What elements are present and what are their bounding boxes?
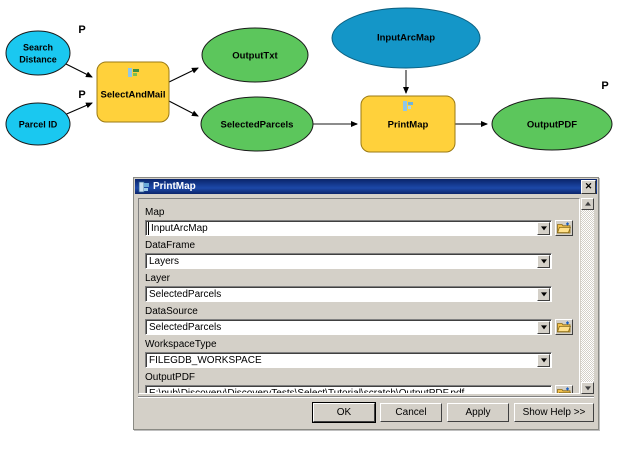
- node-label-parcel-id: Parcel ID: [19, 119, 58, 129]
- label-layer: Layer: [145, 273, 171, 284]
- value-outputpdf: E:\pub\Discovery\DiscoveryTests\Select\T…: [149, 387, 465, 394]
- browse-button-map[interactable]: [555, 220, 573, 236]
- dialog-titlebar[interactable]: PrintMap ✕: [135, 179, 597, 194]
- apply-button[interactable]: Apply: [447, 402, 509, 422]
- connector-parcel-id-to-selectandmail: [61, 102, 93, 117]
- diagram-node-output-pdf[interactable]: OutputPDF: [491, 97, 613, 151]
- field-row-layer: Layer SelectedParcels: [145, 273, 573, 302]
- input-outputpdf[interactable]: E:\pub\Discovery\DiscoveryTests\Select\T…: [145, 385, 552, 394]
- chevron-down-icon-dataframe[interactable]: [537, 254, 550, 268]
- field-row-datasource: DataSource SelectedParcels: [145, 306, 573, 335]
- input-dataframe[interactable]: Layers: [145, 253, 552, 269]
- field-row-outputpdf: OutputPDF E:\pub\Discovery\DiscoveryTest…: [145, 372, 573, 394]
- dialog-body: Map InputArcMap: [138, 198, 594, 394]
- fields-pane: Map InputArcMap: [138, 198, 580, 394]
- script-tool-icon-print-map: [403, 101, 413, 111]
- node-label-output-txt: OutputTxt: [232, 51, 278, 62]
- label-workspacetype: WorkspaceType: [145, 339, 217, 350]
- input-map[interactable]: InputArcMap: [145, 220, 552, 236]
- param-marker-search-distance: P: [78, 24, 85, 36]
- button-row-divider: [138, 396, 594, 398]
- node-label-selected-parcels: SelectedParcels: [221, 120, 294, 131]
- browse-button-outputpdf[interactable]: [555, 385, 573, 393]
- tool-script-icon: [138, 181, 150, 193]
- script-tool-icon-select-and-mail: [128, 68, 139, 77]
- label-map: Map: [145, 207, 165, 218]
- node-label-select-and-mail: SelectAndMail: [101, 90, 166, 101]
- value-workspacetype: FILEGDB_WORKSPACE: [149, 354, 262, 366]
- chevron-down-icon-layer[interactable]: [537, 287, 550, 301]
- diagram-node-output-txt[interactable]: OutputTxt: [201, 27, 309, 83]
- ok-button[interactable]: OK: [312, 401, 376, 423]
- model-diagram[interactable]: Search Distance P Parcel ID P SelectAndM…: [0, 0, 628, 170]
- dialog-vertical-scrollbar[interactable]: [581, 198, 594, 394]
- connector-search-distance-to-selectandmail: [61, 61, 93, 78]
- browse-spacer-workspacetype: [555, 352, 573, 368]
- connector-selectandmail-to-outputtxt: [166, 67, 199, 84]
- field-row-map: Map InputArcMap: [145, 207, 573, 236]
- node-label-search-distance-line1: Search: [23, 42, 53, 52]
- node-label-search-distance-line2: Distance: [19, 54, 57, 64]
- label-datasource: DataSource: [145, 306, 198, 317]
- scroll-down-icon[interactable]: [581, 382, 594, 394]
- chevron-down-icon-datasource[interactable]: [537, 320, 550, 334]
- diagram-node-input-arc-map[interactable]: InputArcMap: [331, 7, 481, 69]
- value-layer: SelectedParcels: [149, 288, 222, 300]
- value-datasource: SelectedParcels: [149, 321, 222, 333]
- label-outputpdf: OutputPDF: [145, 372, 196, 383]
- cancel-button[interactable]: Cancel: [380, 402, 442, 422]
- scroll-track[interactable]: [581, 210, 594, 382]
- browse-button-datasource[interactable]: [555, 319, 573, 335]
- label-dataframe: DataFrame: [145, 240, 196, 251]
- dialog-button-row: OK Cancel Apply Show Help >>: [138, 396, 594, 424]
- browse-spacer-dataframe: [555, 253, 573, 269]
- diagram-node-print-map[interactable]: PrintMap: [360, 95, 456, 153]
- param-marker-parcel-id: P: [78, 89, 85, 101]
- dialog-title: PrintMap: [153, 181, 196, 192]
- value-dataframe: Layers: [149, 255, 180, 267]
- field-row-workspacetype: WorkspaceType FILEGDB_WORKSPACE: [145, 339, 573, 368]
- chevron-down-icon-map[interactable]: [537, 221, 550, 235]
- param-marker-output-pdf: P: [601, 80, 608, 92]
- browse-spacer-layer: [555, 286, 573, 302]
- input-datasource[interactable]: SelectedParcels: [145, 319, 552, 335]
- node-label-output-pdf: OutputPDF: [527, 120, 577, 131]
- value-map: InputArcMap: [148, 221, 537, 235]
- input-layer[interactable]: SelectedParcels: [145, 286, 552, 302]
- diagram-node-search-distance[interactable]: Search Distance: [5, 30, 71, 76]
- input-workspacetype[interactable]: FILEGDB_WORKSPACE: [145, 352, 552, 368]
- field-row-dataframe: DataFrame Layers: [145, 240, 573, 269]
- diagram-node-select-and-mail[interactable]: SelectAndMail: [96, 61, 170, 123]
- show-help-button[interactable]: Show Help >>: [514, 402, 594, 422]
- node-label-print-map: PrintMap: [388, 120, 429, 131]
- diagram-node-parcel-id[interactable]: Parcel ID: [5, 102, 71, 146]
- chevron-down-icon-workspacetype[interactable]: [537, 353, 550, 367]
- node-label-input-arc-map: InputArcMap: [377, 33, 435, 44]
- diagram-node-selected-parcels[interactable]: SelectedParcels: [200, 96, 314, 152]
- scroll-up-icon[interactable]: [581, 198, 594, 210]
- connector-selectandmail-to-selectedparcels: [166, 99, 199, 117]
- print-map-dialog: PrintMap ✕ Map InputArcMap: [133, 177, 599, 430]
- close-icon[interactable]: ✕: [581, 179, 596, 194]
